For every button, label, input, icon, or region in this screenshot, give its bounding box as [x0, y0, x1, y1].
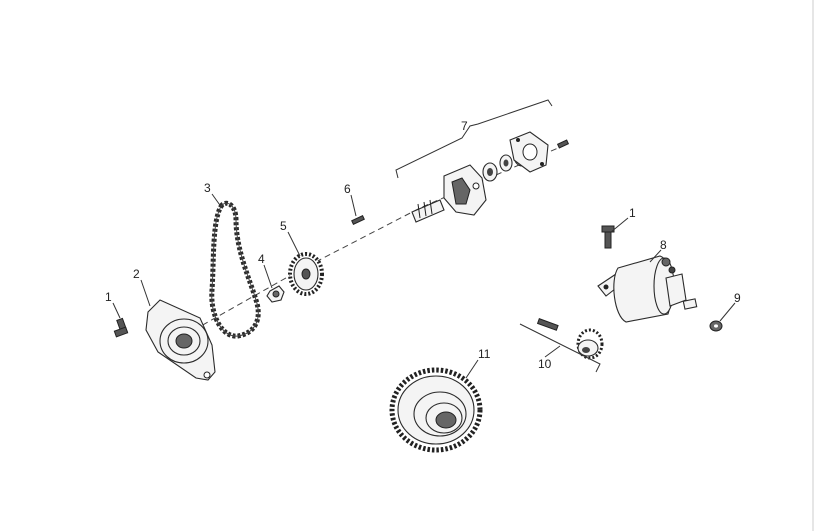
callout-part-1-left: 1: [105, 290, 112, 304]
part-10-idle-gear: [536, 318, 604, 360]
leader-part-4: [263, 264, 273, 289]
leader-part-11: [465, 359, 479, 379]
part-7-clutch-assembly: [411, 131, 570, 223]
part-1-bolt-right: [601, 225, 615, 249]
assembly-axis-line: [184, 144, 566, 336]
leader-part-6: [350, 194, 357, 217]
leader-part-1-right: [610, 217, 629, 233]
part-4-nut: [266, 285, 285, 303]
callout-part-7: 7: [461, 119, 468, 133]
callout-part-11: 11: [478, 347, 491, 361]
part-11-large-gear: [389, 367, 483, 453]
part-3-chain: [209, 200, 261, 339]
leader-part-8: [649, 249, 662, 263]
bracket-part-10: [519, 323, 601, 373]
leader-part-9: [719, 302, 736, 322]
part-9-washer: [709, 320, 723, 332]
leader-part-3: [211, 193, 223, 209]
leader-part-2: [140, 279, 151, 307]
callout-part-1-right: 1: [629, 206, 636, 220]
part-2-cover-plate: [145, 299, 216, 381]
part-8-starter-motor: [597, 255, 698, 323]
part-1-bolt-left: [113, 317, 129, 338]
leader-part-5: [287, 231, 301, 257]
callout-part-8: 8: [660, 238, 667, 252]
callout-part-3: 3: [204, 181, 211, 195]
part-5-sprocket: [288, 252, 324, 296]
leader-part-1-left: [112, 302, 121, 319]
callout-part-6: 6: [344, 182, 351, 196]
callout-part-2: 2: [133, 267, 140, 281]
part-6-pin: [351, 214, 365, 226]
page-edge-divider: [812, 0, 814, 531]
callout-part-9: 9: [734, 291, 741, 305]
bracket-part-7: [395, 99, 553, 179]
leader-part-10: [544, 345, 561, 358]
callout-part-4: 4: [258, 252, 265, 266]
callout-part-10: 10: [538, 357, 552, 371]
callout-part-5: 5: [280, 219, 287, 233]
